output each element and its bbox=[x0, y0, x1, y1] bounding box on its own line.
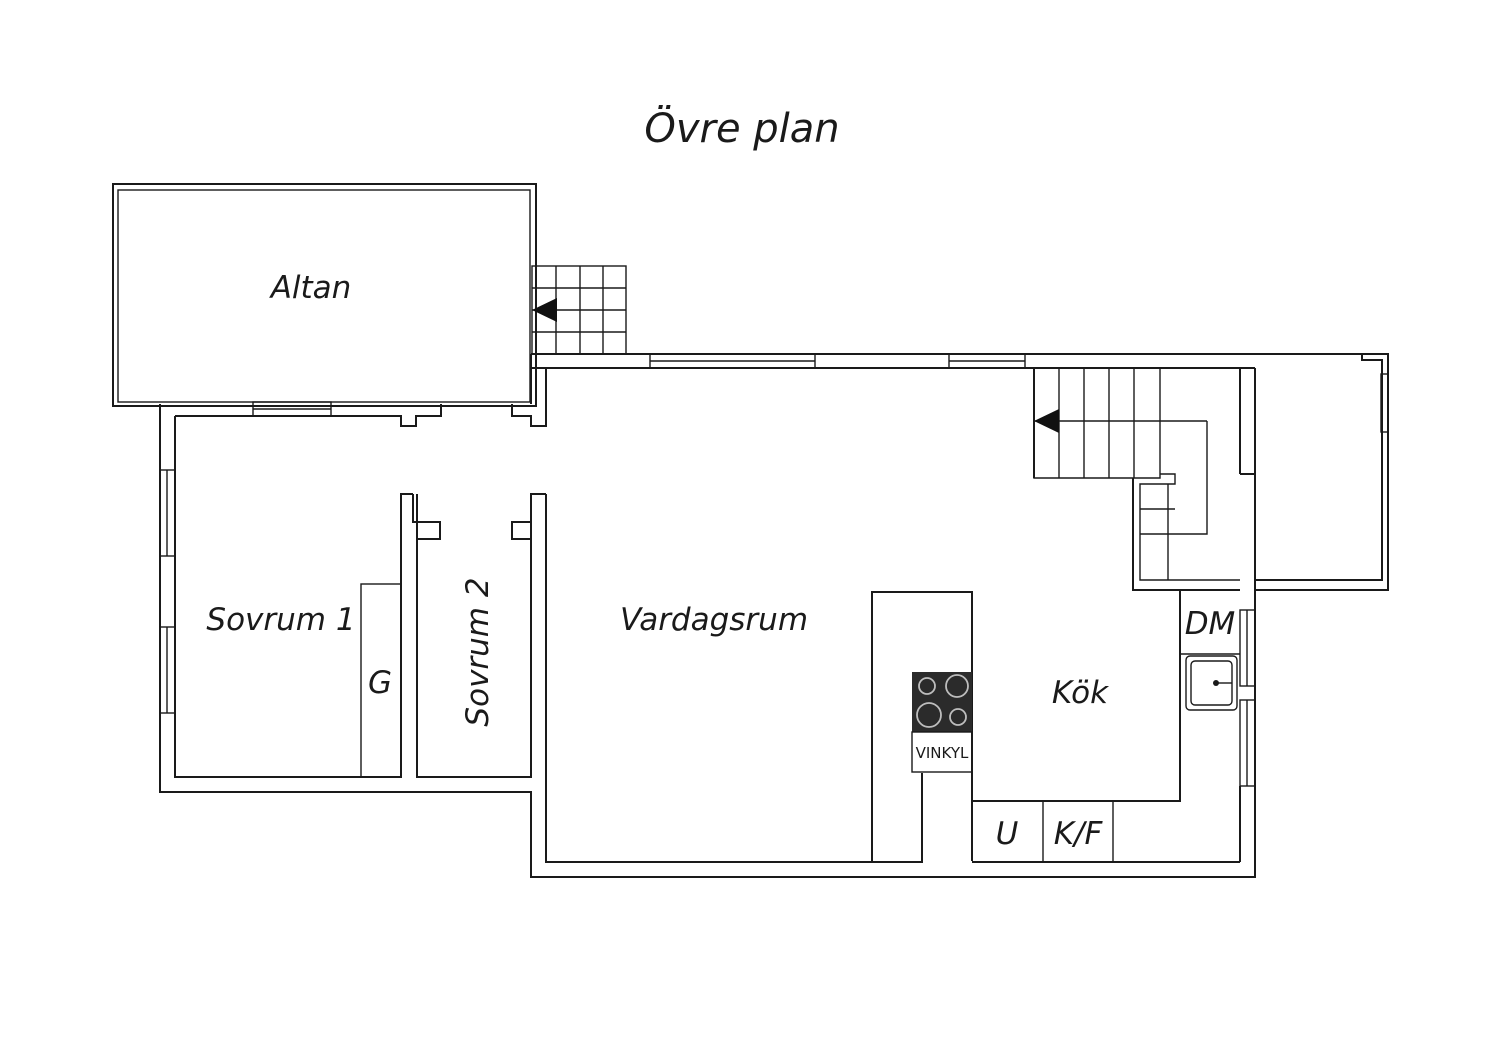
stove bbox=[912, 672, 972, 732]
wardrobe bbox=[360, 583, 402, 778]
plan-title: Övre plan bbox=[644, 104, 839, 152]
appliance-label-fridge-freezer: K/F bbox=[1054, 816, 1104, 852]
stair-arrow-icon bbox=[1034, 409, 1059, 433]
appliance-label-dishwasher: DM bbox=[1185, 606, 1236, 642]
inner-staircase bbox=[1033, 368, 1240, 591]
room-label-sovrum-2: Sovrum 2 bbox=[460, 577, 496, 726]
outdoor-stairs bbox=[531, 265, 627, 355]
room-label-sovrum-1: Sovrum 1 bbox=[206, 602, 355, 638]
room-label-garderob: G bbox=[368, 665, 392, 701]
windows bbox=[159, 353, 1389, 787]
kitchen-island bbox=[871, 591, 973, 862]
room-label-altan: Altan bbox=[269, 270, 352, 306]
appliance-label-oven: U bbox=[996, 816, 1019, 852]
stair-arrow-icon bbox=[532, 298, 557, 322]
entry-annex-walls bbox=[1239, 353, 1389, 591]
sink bbox=[1185, 655, 1238, 711]
room-label-kok: Kök bbox=[1052, 675, 1109, 711]
room-label-vardagsrum: Vardagsrum bbox=[620, 602, 808, 638]
kitchen-counters bbox=[972, 590, 1241, 863]
appliance-label-wine-cooler: VINKYL bbox=[916, 744, 969, 762]
